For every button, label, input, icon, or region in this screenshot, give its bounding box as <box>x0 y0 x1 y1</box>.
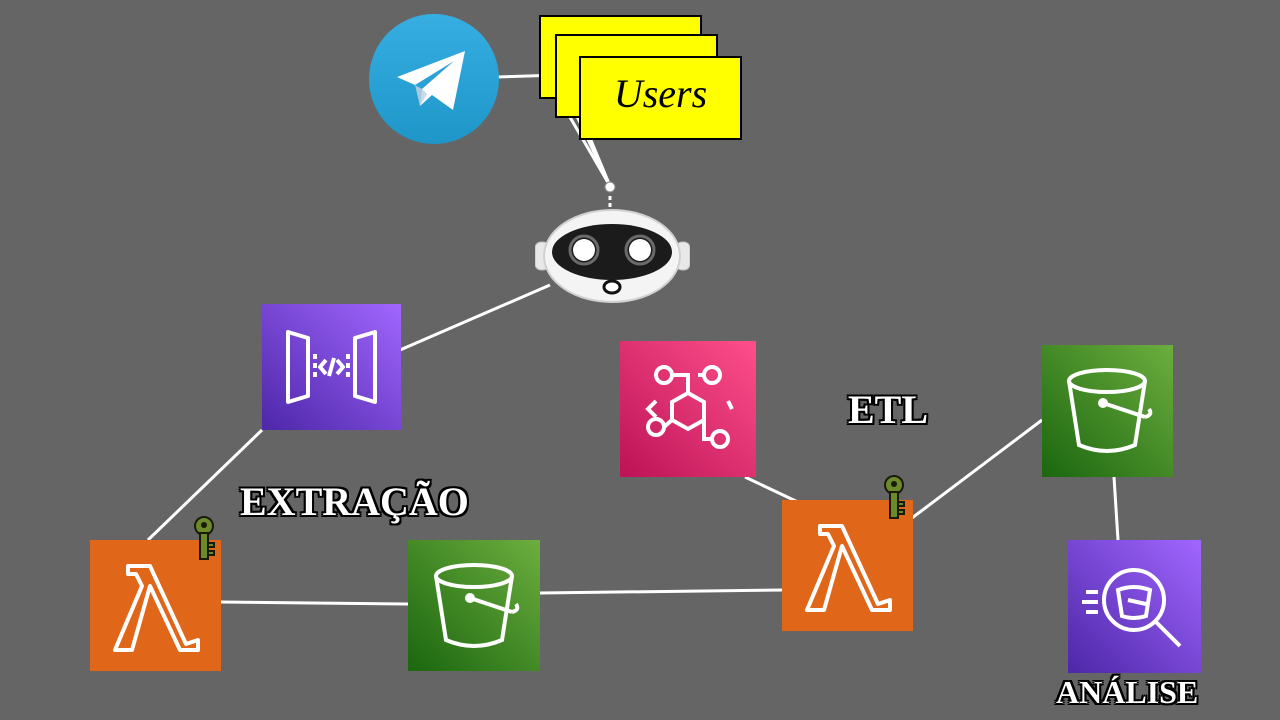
robot-icon <box>534 208 691 304</box>
athena-icon <box>1068 540 1201 673</box>
lambda-icon <box>90 540 221 671</box>
edge-eventbridge-lambda-etl <box>744 475 801 505</box>
api-gateway-icon <box>262 304 401 430</box>
etl-label: ETL <box>848 387 929 432</box>
edge-users-bot-3 <box>588 137 612 187</box>
users-label: Users <box>613 71 708 116</box>
key-etl-icon <box>880 474 908 522</box>
edge-lambda-s3 <box>220 600 409 606</box>
lambda-etl-icon <box>782 500 913 631</box>
analysis-label: ANÁLISE <box>1056 674 1199 710</box>
edge-lambda-etl-s3 <box>911 418 1043 520</box>
eventbridge-icon <box>620 341 756 477</box>
extraction-label: EXTRAÇÃO <box>240 479 469 524</box>
s3-bucket-etl-icon <box>1042 345 1173 477</box>
users-note-front: Users <box>579 56 742 140</box>
telegram-icon <box>369 14 499 144</box>
s3-bucket-icon <box>408 540 540 671</box>
edge-apigateway-lambda <box>146 428 264 542</box>
key-icon <box>190 515 218 563</box>
edge-bot-apigateway <box>399 283 551 352</box>
edge-s3-athena <box>1112 476 1120 541</box>
edge-s3-lambda-etl <box>539 588 783 595</box>
